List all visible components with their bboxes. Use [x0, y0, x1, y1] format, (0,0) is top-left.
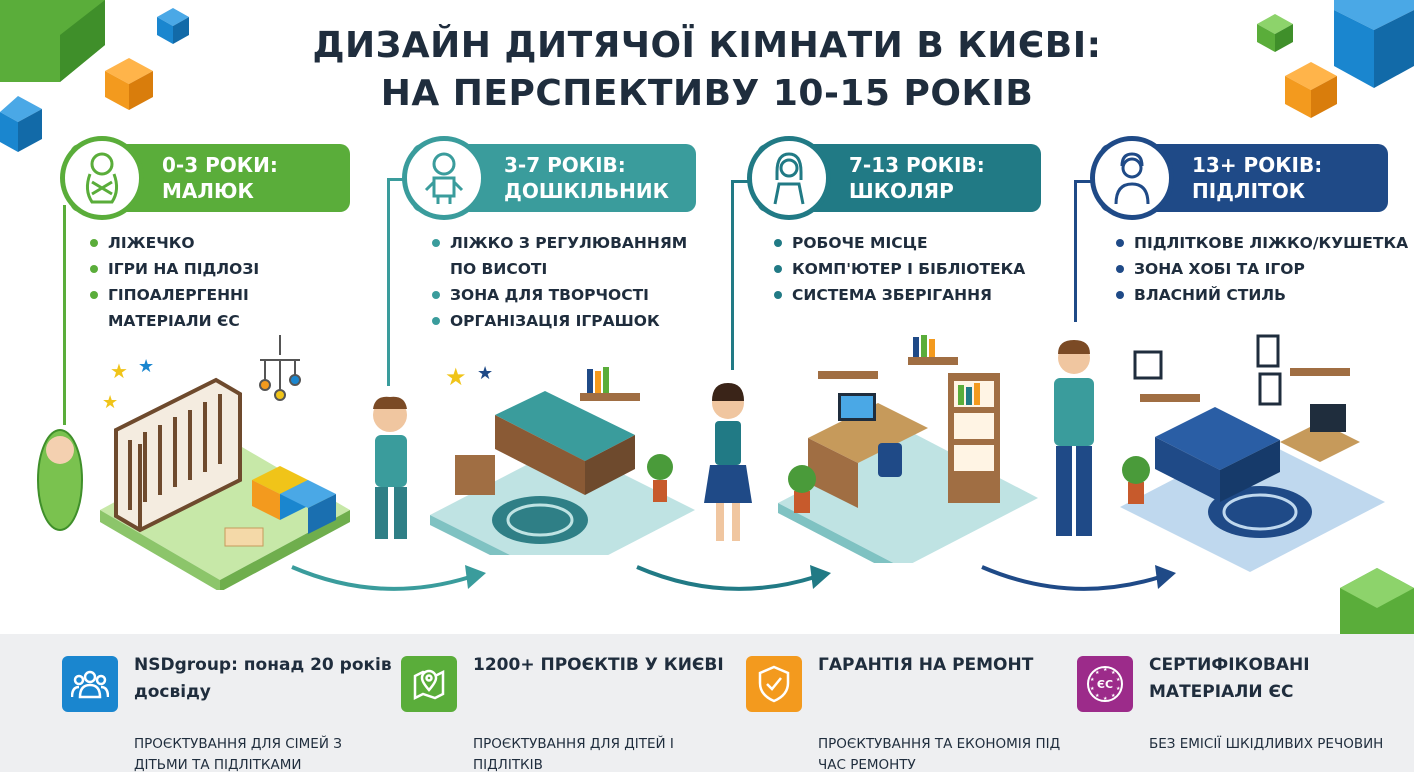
preschool-room-illustration: ★ ★ [373, 363, 695, 555]
svg-text:★: ★ [1103, 696, 1108, 702]
feature-desc: ПРОЄКТУВАННЯ ДЛЯ ДІТЕЙ І ПІДЛІТКІВ [473, 736, 674, 772]
stage-1-age: 0-3 РОКИ: [162, 153, 278, 177]
decor-cube-green-bottomright [1340, 568, 1414, 634]
connector-line-stage-4-h [1074, 180, 1094, 183]
decor-cube-orange-right [1285, 62, 1337, 118]
list-item: ІГРИ НА ПІДЛОЗІ [88, 256, 288, 282]
stage-header-toddler: 0-3 РОКИ: МАЛЮК [60, 136, 350, 220]
svg-text:★: ★ [1116, 677, 1121, 683]
teenager-illustration [1054, 340, 1094, 536]
svg-text:★: ★ [110, 359, 128, 383]
stage-4-age: 13+ РОКІВ: [1192, 153, 1323, 177]
svg-text:★: ★ [1090, 686, 1095, 692]
schoolgirl-icon [747, 136, 831, 220]
crib-mobile [259, 335, 301, 401]
feature-title: 1200+ ПРОЄКТІВ У КИЄВІ [473, 655, 724, 675]
feature-title: ГАРАНТІЯ НА РЕМОНТ [818, 655, 1034, 675]
title-line-2: НА ПЕРСПЕКТИВУ 10-15 РОКІВ [380, 73, 1034, 114]
connector-line-stage-3-h [731, 180, 751, 183]
flow-arrow-1 [291, 565, 486, 591]
stage-header-schoolkid: 7-13 РОКІВ: ШКОЛЯР [747, 136, 1041, 220]
svg-text:★: ★ [1111, 693, 1116, 699]
svg-text:★: ★ [102, 392, 118, 413]
connector-line-stage-4 [1074, 180, 1077, 322]
nursery-illustration: ★ ★ ★ [37, 335, 350, 590]
svg-text:★: ★ [1095, 693, 1100, 699]
flow-arrow-3 [981, 565, 1176, 591]
feature-desc: ПРОЄКТУВАННЯ ДЛЯ СІМЕЙ З ДІТЬМИ ТА ПІДЛІ… [134, 736, 342, 772]
shield-check-icon [746, 656, 802, 712]
swaddled-baby-icon [60, 136, 144, 220]
decor-cube-orange-left [105, 58, 153, 110]
list-item: ЗОНА ХОБІ ТА ІГОР [1114, 256, 1414, 282]
svg-text:★: ★ [138, 356, 154, 377]
teen-room-illustration [1054, 334, 1385, 572]
decor-cube-blue-small [157, 8, 189, 44]
list-item: РОБОЧЕ МІСЦЕ [772, 230, 1052, 256]
features-footer: NSDgroup: понад 20 років досвіду ПРОЄКТУ… [0, 634, 1414, 772]
decor-cube-green-topleft [0, 0, 105, 82]
eu-badge-text: ЄС [1097, 678, 1113, 691]
connector-line-stage-3 [731, 180, 734, 370]
feature-title: NSDgroup: понад 20 років досвіду [134, 655, 392, 702]
map-pin-icon [401, 656, 457, 712]
stage-4-bullets: ПІДЛІТКОВЕ ЛІЖКО/КУШЕТКА ЗОНА ХОБІ ТА ІГ… [1114, 230, 1414, 308]
svg-text:★: ★ [1103, 667, 1108, 673]
teenager-icon [1090, 136, 1174, 220]
people-group-icon [62, 656, 118, 712]
list-item: СИСТЕМА ЗБЕРІГАННЯ [772, 282, 1052, 308]
eu-badge-icon: ★★★★ ★★★★ ★★ ЄС [1077, 656, 1133, 712]
stage-header-teenager: 13+ РОКІВ: ПІДЛІТОК [1090, 136, 1388, 220]
list-item: ЛІЖКО З РЕГУЛЮВАННЯМ ПО ВИСОТІ [430, 230, 690, 282]
title-line-1: ДИЗАЙН ДИТЯЧОЇ КІМНАТИ В КИЄВІ: [312, 25, 1102, 66]
toddler-icon [402, 136, 486, 220]
feature-desc: БЕЗ ЕМІСІЇ ШКІДЛИВИХ РЕЧОВИН [1149, 736, 1384, 752]
stage-3-age: 7-13 РОКІВ: [849, 153, 985, 177]
school-room-illustration [704, 335, 1038, 563]
stage-4-name: ПІДЛІТОК [1192, 179, 1306, 203]
feature-desc: ПРОЄКТУВАННЯ ТА ЕКОНОМІЯ ПІД ЧАС РЕМОНТУ [818, 736, 1061, 772]
stage-1-name: МАЛЮК [162, 179, 254, 203]
list-item: ГІПОАЛЕРГЕННІ МАТЕРІАЛИ ЄС [88, 282, 288, 334]
list-item: ОРГАНІЗАЦІЯ ІГРАШОК [430, 308, 690, 334]
list-item: ЛІЖЕЧКО [88, 230, 288, 256]
svg-text:★: ★ [1090, 677, 1095, 683]
svg-text:★: ★ [1111, 670, 1116, 676]
list-item: КОМП'ЮТЕР І БІБЛІОТЕКА [772, 256, 1052, 282]
svg-text:★: ★ [445, 363, 467, 391]
baby-illustration [37, 429, 83, 531]
list-item: ЗОНА ДЛЯ ТВОРЧОСТІ [430, 282, 690, 308]
boy-illustration [373, 396, 407, 539]
decor-cube-green-right-small [1257, 14, 1293, 52]
list-item: ВЛАСНИЙ СТИЛЬ [1114, 282, 1414, 308]
svg-text:★: ★ [1116, 686, 1121, 692]
schoolgirl-illustration [704, 383, 752, 541]
feature-title: СЕРТИФІКОВАНІ МАТЕРІАЛИ ЄС [1149, 655, 1310, 702]
page-title: ДИЗАЙН ДИТЯЧОЇ КІМНАТИ В КИЄВІ: НА ПЕРСП… [0, 22, 1414, 118]
stage-3-bullets: РОБОЧЕ МІСЦЕ КОМП'ЮТЕР І БІБЛІОТЕКА СИСТ… [772, 230, 1052, 308]
connector-line-stage-2 [387, 178, 390, 386]
stage-2-bullets: ЛІЖКО З РЕГУЛЮВАННЯМ ПО ВИСОТІ ЗОНА ДЛЯ … [430, 230, 690, 334]
connector-line-stage-2-h [387, 178, 407, 181]
connector-line-stage-1 [63, 205, 66, 425]
decor-cube-blue-left [0, 96, 42, 152]
decor-cube-blue-topright [1334, 0, 1414, 88]
flow-arrow-2 [636, 565, 831, 591]
stage-3-name: ШКОЛЯР [849, 179, 954, 203]
stage-header-preschooler: 3-7 РОКІВ: ДОШКІЛЬНИК [402, 136, 696, 220]
stage-2-age: 3-7 РОКІВ: [504, 153, 626, 177]
stage-2-name: ДОШКІЛЬНИК [504, 179, 669, 203]
svg-text:★: ★ [477, 363, 493, 384]
crib-illustration [114, 377, 242, 533]
stage-1-bullets: ЛІЖЕЧКО ІГРИ НА ПІДЛОЗІ ГІПОАЛЕРГЕННІ МА… [88, 230, 288, 334]
list-item: ПІДЛІТКОВЕ ЛІЖКО/КУШЕТКА [1114, 230, 1414, 256]
svg-text:★: ★ [1095, 670, 1100, 676]
